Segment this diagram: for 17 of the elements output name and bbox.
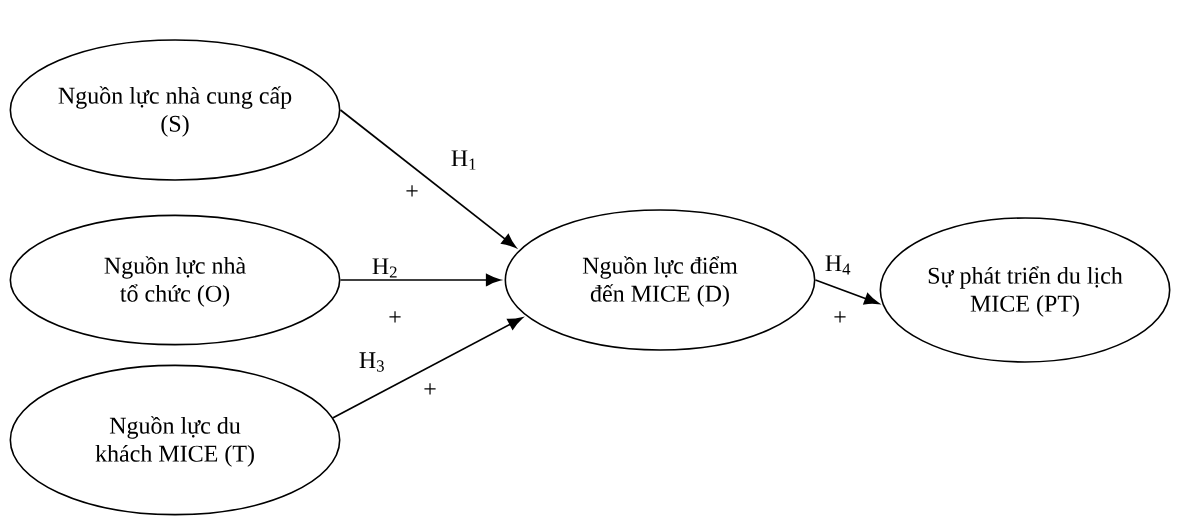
arrow	[814, 279, 879, 305]
ellipse-node: Nguồn lực du khách MICE (T)	[9, 364, 341, 516]
edge-label: H$_{1}$	[451, 150, 476, 170]
arrow	[339, 109, 517, 248]
plus-sign: +	[834, 311, 846, 323]
arrow	[332, 317, 523, 419]
ellipse-node: Nguồn lực điểm đến MICE (D)	[504, 209, 816, 351]
plus-sign: +	[389, 311, 401, 323]
ellipse-node: Sự phát triển du lịch MICE (PT)	[879, 217, 1171, 363]
edge-label: H$_{4}$	[825, 255, 851, 275]
plus-sign: +	[424, 383, 436, 395]
plus-sign: +	[406, 185, 418, 197]
ellipse-node: Nguồn lực nhà tổ chức (O)	[9, 214, 341, 346]
edge-label: H$_{2}$	[372, 258, 397, 278]
arrow	[339, 274, 501, 286]
edge-label: H$_{3}$	[359, 352, 384, 372]
ellipse-node: Nguồn lực nhà cung cấp (S)	[9, 39, 341, 181]
